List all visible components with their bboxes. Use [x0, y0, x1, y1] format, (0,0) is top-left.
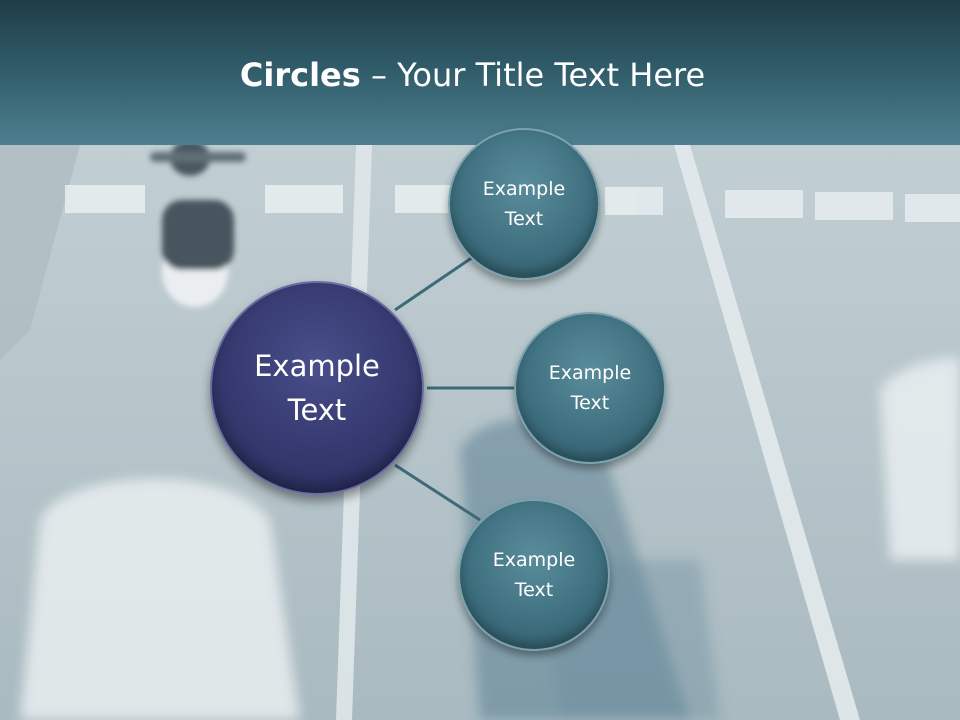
title-bar: [0, 0, 960, 145]
outer-circle-label: Example Text: [548, 362, 632, 414]
outer-circle-bottom[interactable]: Example Text: [458, 499, 610, 651]
outer-circle-top[interactable]: Example Text: [448, 128, 600, 280]
title-rest: – Your Title Text Here: [360, 56, 706, 94]
outer-circle-label: Example Text: [492, 549, 576, 601]
outer-circle-middle[interactable]: Example Text: [514, 312, 666, 464]
outer-circle-label: Example Text: [482, 178, 566, 230]
slide-title: Circles – Your Title Text Here: [0, 54, 945, 96]
connector-line-top: [394, 255, 474, 312]
title-bold: Circles: [239, 56, 361, 94]
center-circle-label: Example Text: [254, 349, 380, 427]
center-circle[interactable]: Example Text: [210, 281, 424, 495]
connector-line-bottom: [394, 463, 481, 522]
